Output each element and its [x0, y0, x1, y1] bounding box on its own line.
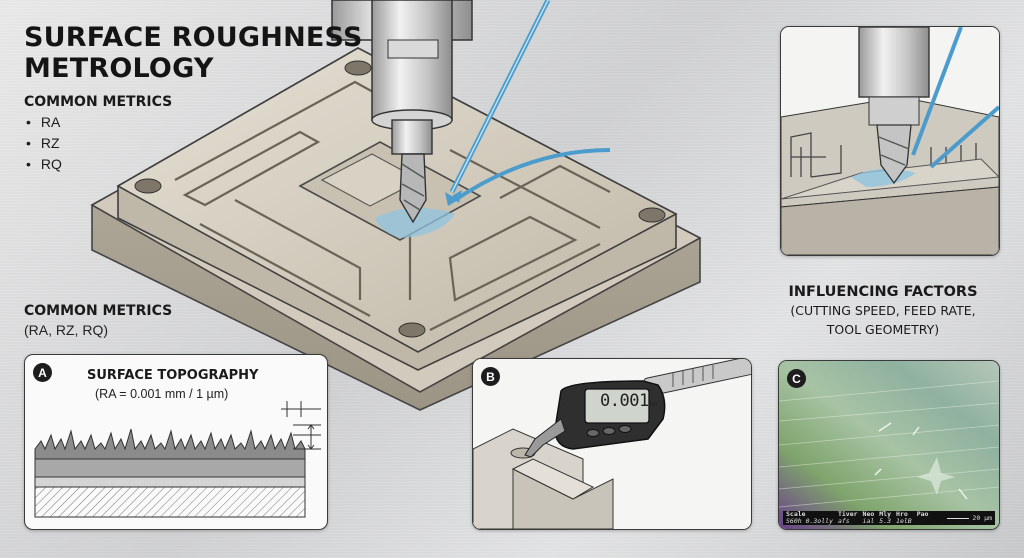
influencing-factors: INFLUENCING FACTORS (CUTTING SPEED, FEED…: [758, 284, 1008, 338]
panel-b-badge: B: [481, 367, 500, 386]
metric-item: RA: [26, 112, 62, 133]
influencing-factors-line-2: TOOL GEOMETRY): [826, 322, 940, 337]
sem-info-label: Hro: [896, 510, 908, 518]
influencing-factors-line-1: (CUTTING SPEED, FEED RATE,: [790, 303, 976, 318]
metrics-list: RA RZ RQ: [26, 112, 62, 175]
panel-a-title: SURFACE TOPOGRAPHY: [87, 368, 259, 383]
sem-info-value: S60h 0.3olly: [786, 517, 833, 525]
title-line-1: SURFACE ROUGHNESS: [24, 22, 363, 53]
sem-info-value: ial: [862, 517, 875, 525]
sem-info-label: Scale: [786, 510, 806, 518]
gauge-reading-value: 0.00: [600, 391, 639, 411]
sem-info-label: Pao: [916, 510, 929, 518]
sem-scale-bar: 20 µm: [947, 513, 992, 522]
scale-line: [947, 517, 970, 519]
milling-closeup-illustration: [781, 27, 999, 255]
micrometer-illustration: [473, 359, 751, 529]
sem-micrograph: [779, 361, 999, 529]
sem-info-value: afs: [837, 517, 850, 525]
sem-info-label: Neo: [862, 510, 875, 518]
panel-b-micrometer: B 0.001mm: [472, 358, 752, 530]
influencing-factors-heading: INFLUENCING FACTORS: [788, 284, 978, 300]
sem-info-label: Tiver: [837, 510, 858, 518]
common-metrics-subtext: (RA, RZ, RQ): [24, 322, 108, 338]
sem-info-value: 5.3: [879, 517, 892, 525]
gauge-reading: 0.001mm: [600, 391, 658, 411]
metric-item: RZ: [26, 133, 62, 154]
gauge-reading-last-digit: 1: [638, 391, 649, 411]
panel-a-subtitle: (RA = 0.001 mm / 1 µm): [95, 387, 229, 401]
surface-profile-illustration: [34, 401, 321, 518]
page-title: SURFACE ROUGHNESS METROLOGY: [24, 22, 363, 84]
sem-info-col: Pao: [917, 511, 929, 525]
common-metrics-heading: COMMON METRICS: [24, 94, 173, 110]
title-line-2: METROLOGY: [24, 53, 214, 84]
gauge-unit: mm: [648, 400, 658, 408]
milling-closeup-panel: [780, 26, 1000, 256]
panel-a-badge: A: [33, 363, 52, 382]
sem-info-value: 1elB: [896, 517, 912, 525]
panel-c-badge: C: [787, 369, 806, 388]
common-metrics-heading-2: COMMON METRICS: [24, 303, 173, 319]
panel-a-surface-topography: A SURFACE TOPOGRAPHY (RA = 0.001 mm / 1 …: [24, 354, 328, 530]
sem-info-label: Mly: [879, 510, 892, 518]
sem-scale-label: 20 µm: [972, 513, 992, 522]
metric-item: RQ: [26, 154, 62, 175]
